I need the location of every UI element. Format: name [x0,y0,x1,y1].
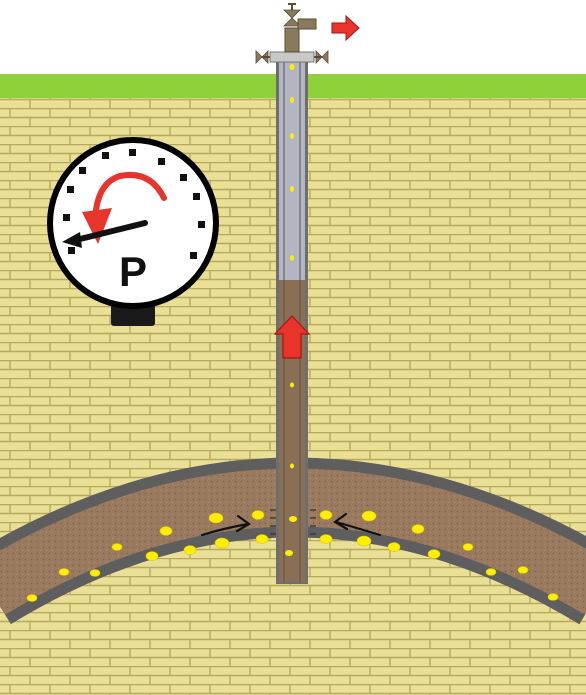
oil-droplet-icon [428,550,440,559]
oil-droplet-icon [90,570,100,577]
oil-droplet-icon [320,535,332,544]
wellhead-riser [285,28,299,52]
oil-droplet-icon [548,594,558,601]
oil-droplet-icon [160,527,172,536]
gauge-label: P [119,248,147,295]
oil-droplet-icon [146,552,158,561]
oil-droplet-icon [486,569,496,576]
tubing-gas-section [279,62,305,280]
oil-droplet-icon [27,595,37,602]
outlet-pipe [298,19,316,29]
oil-droplet-icon [285,550,293,556]
oil-droplet-icon [112,544,122,551]
oil-droplet-icon [362,511,376,521]
oil-droplet-icon [59,569,69,576]
oil-droplet-icon [518,567,528,574]
oil-droplet-icon [256,535,268,544]
oil-droplet-icon [289,516,297,522]
oil-droplet-icon [290,255,294,261]
oil-droplet-icon [388,543,400,552]
oil-droplet-icon [463,544,473,551]
oil-droplet-icon [412,525,424,534]
oil-droplet-icon [290,186,294,192]
oil-droplet-icon [215,538,229,548]
oil-droplet-icon [290,133,294,139]
oil-droplet-icon [320,511,332,520]
oil-droplet-icon [290,64,295,70]
oil-droplet-icon [184,546,196,555]
oil-droplet-icon [252,511,264,520]
oil-droplet-icon [290,383,294,388]
oil-droplet-icon [357,536,371,546]
oil-droplet-icon [290,464,294,469]
oil-droplet-icon [209,513,223,523]
oil-droplet-icon [290,97,294,103]
wellhead-flange [270,52,314,62]
